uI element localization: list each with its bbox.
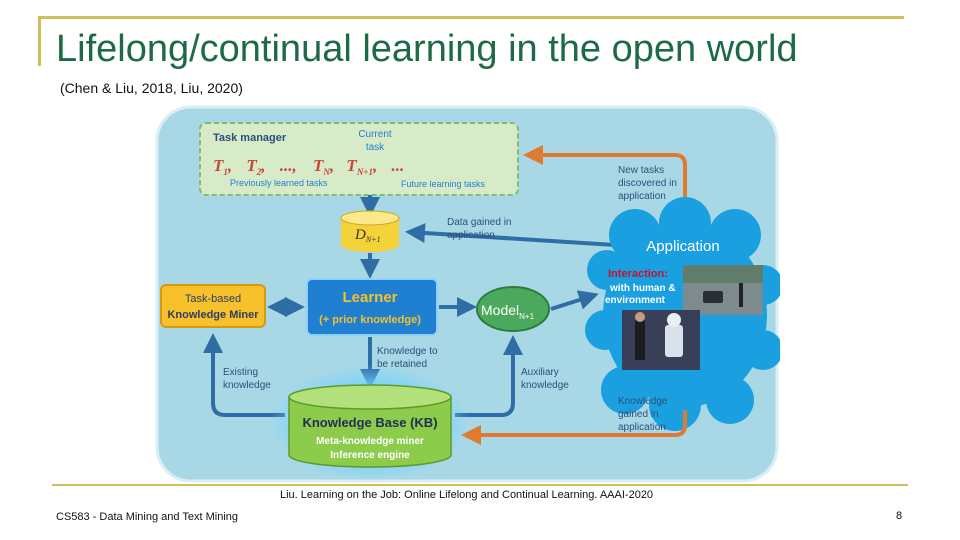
- arrow-existing-knowledge: [203, 333, 285, 417]
- new-tasks-label-2: discovered in: [618, 178, 677, 189]
- footer-rule: [52, 484, 908, 486]
- retained-label-1: Knowledge to: [377, 346, 438, 357]
- new-tasks-label-1: New tasks: [618, 165, 664, 176]
- kb-line-2: Inference engine: [330, 450, 410, 461]
- left-rule: [38, 16, 41, 66]
- page-number: 8: [896, 510, 903, 522]
- lifelong-learning-diagram: Task manager Current task T1, T2, ..., T…: [155, 105, 780, 485]
- data-gained-label-1: Data gained in: [447, 217, 512, 228]
- slide-subtitle: (Chen & Liu, 2018, Liu, 2020): [60, 80, 243, 96]
- current-task-label-2: task: [366, 142, 385, 153]
- learner-box: [306, 278, 438, 336]
- future-tasks-label: Future learning tasks: [401, 179, 486, 189]
- interaction-label: Interaction:: [608, 268, 668, 280]
- data-store-label: DN+1: [354, 227, 381, 244]
- knowledge-miner-box: [160, 284, 266, 328]
- gained-label-2: gained in: [618, 409, 659, 420]
- model-label: ModelN+1: [481, 302, 535, 321]
- learner-title: Learner: [342, 289, 397, 306]
- current-task-label-1: Current: [358, 129, 392, 140]
- learner-sub: (+ prior knowledge): [319, 314, 421, 326]
- robot-photo: [622, 310, 700, 370]
- existing-label-2: knowledge: [223, 380, 271, 391]
- data-store: [340, 210, 400, 252]
- model-ellipse: [476, 286, 550, 332]
- new-tasks-label-3: application: [618, 191, 666, 202]
- task-manager-title: Task manager: [213, 132, 287, 144]
- auxiliary-label-1: Auxiliary: [521, 367, 559, 378]
- gained-label-1: Knowledge: [618, 396, 668, 407]
- kb-title: Knowledge Base (KB): [302, 415, 437, 430]
- arrow-model-application: [550, 290, 599, 311]
- road-scene-photo: [683, 265, 763, 315]
- slide-title: Lifelong/continual learning in the open …: [56, 28, 798, 70]
- retained-label-2: be retained: [377, 359, 427, 370]
- existing-label-1: Existing: [223, 367, 258, 378]
- task-manager-box: [199, 122, 519, 196]
- top-rule: [38, 16, 904, 19]
- application-title: Application: [646, 238, 719, 255]
- arrow-auxiliary-knowledge: [455, 335, 523, 417]
- interaction-with-1: with human &: [609, 283, 676, 294]
- interaction-with-2: environment: [605, 295, 666, 306]
- data-gained-label-2: application: [447, 230, 495, 241]
- task-sequence: T1, T2, ..., TN, TN+1, ...: [213, 156, 404, 177]
- knowledge-base-cylinder: [288, 384, 452, 468]
- gained-label-3: application: [618, 422, 666, 433]
- kb-line-1: Meta-knowledge miner: [316, 436, 424, 447]
- previous-tasks-label: Previously learned tasks: [230, 178, 328, 188]
- miner-label-1: Task-based: [185, 293, 241, 305]
- miner-label-2: Knowledge Miner: [167, 309, 259, 321]
- citation: Liu. Learning on the Job: Online Lifelon…: [280, 489, 654, 501]
- auxiliary-label-2: knowledge: [521, 380, 569, 391]
- arrow-knowledge-gained: [461, 410, 687, 445]
- arrow-data-gained: [405, 223, 616, 247]
- course-name: CS583 - Data Mining and Text Mining: [56, 511, 239, 523]
- arrow-new-tasks: [523, 145, 687, 267]
